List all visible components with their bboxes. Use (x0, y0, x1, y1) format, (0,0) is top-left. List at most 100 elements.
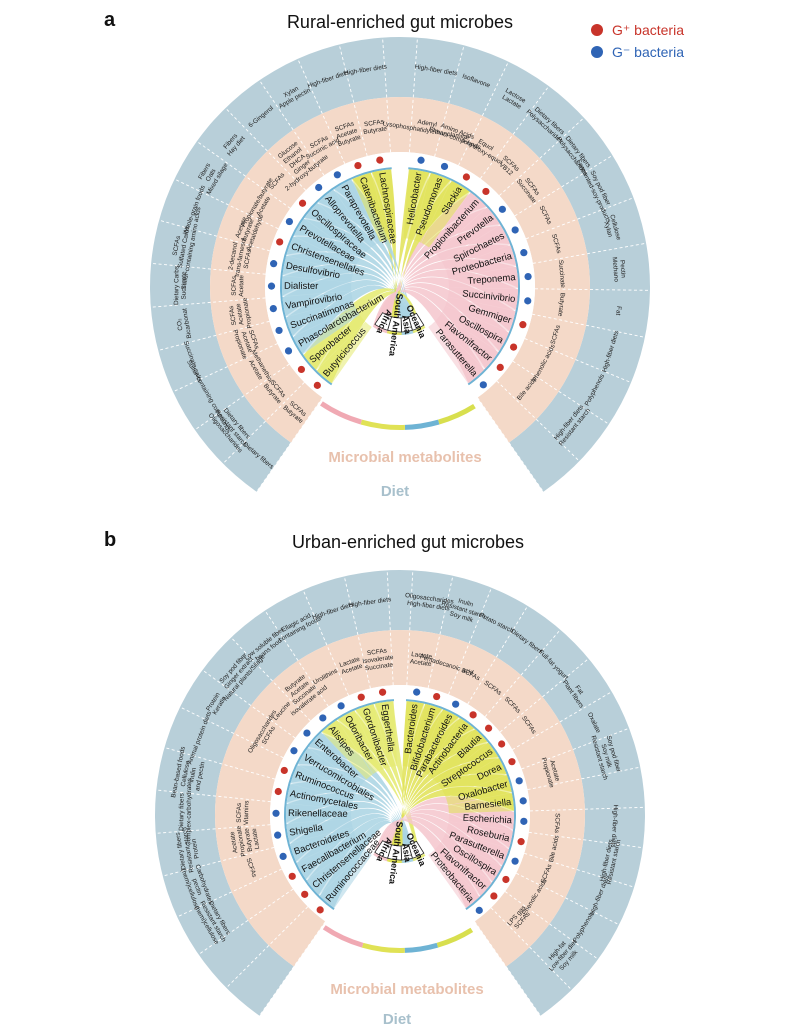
region-underline (401, 858, 414, 863)
slot-divider (198, 888, 294, 955)
gneg-legend-label: G⁻ bacteria (612, 44, 684, 60)
slot-divider (448, 587, 492, 695)
slot-divider (490, 907, 572, 991)
region-block (374, 840, 392, 859)
slot-divider (467, 605, 529, 705)
gneg-legend-dot (591, 46, 603, 58)
slot-wedge (403, 169, 430, 240)
slot-divider (524, 852, 635, 888)
slot-wedge (289, 827, 356, 863)
slot-divider (512, 691, 612, 750)
slot-wedge (442, 757, 507, 798)
slot-wedge (319, 849, 372, 909)
slot-divider (458, 61, 509, 166)
slot-wedge (443, 829, 509, 866)
slot-divider (179, 706, 284, 759)
slot-divider (176, 868, 282, 918)
slot-wedge (441, 305, 509, 352)
metabolite-label: 2-decanoltrans-farnesolSCFAs (226, 236, 255, 278)
panel-letter: b (104, 529, 116, 551)
microbe-name: Treponema (467, 272, 517, 287)
metabolite-label: AcetatebutyrateAcetaldehyde (231, 208, 265, 252)
gneg-dot (515, 777, 523, 785)
slot-wedge (421, 180, 470, 248)
panel-urban: b Urban-enriched gut microbes OceaniaAsi… (104, 529, 645, 1028)
gpos-dot (462, 173, 471, 181)
slot-wedge (303, 315, 366, 371)
slot-wedge (286, 236, 356, 274)
slot-wedge (448, 266, 518, 289)
region-band (438, 404, 476, 425)
slot-wedge (402, 701, 425, 768)
microbe-name: Escherichia (463, 813, 513, 827)
slot-wedge (293, 307, 360, 355)
slot-wedge (293, 218, 361, 266)
gneg-dot (270, 260, 278, 268)
gram-dots (267, 156, 532, 389)
slot-wedge (418, 709, 460, 774)
slot-divider (496, 380, 580, 462)
panel-letter: a (104, 9, 116, 31)
region-band (320, 401, 362, 425)
slot-wedge (448, 287, 518, 311)
slot-divider (386, 570, 394, 686)
region-band (322, 925, 364, 948)
diet-label: PectinMethano (611, 256, 627, 282)
region-label: Asia (400, 842, 413, 863)
region-underline (386, 858, 402, 863)
gpos-dot (502, 875, 510, 884)
diet-ring-label: Diet (381, 483, 409, 500)
metabolites-ring-label: Microbial metabolites (328, 449, 481, 466)
slot-divider (150, 297, 266, 308)
gpos-dot (297, 365, 306, 374)
metabolite-label: AcetatePropionateButyrateLactate (228, 822, 262, 858)
gneg-dot (452, 700, 460, 708)
slot-wedge (316, 321, 372, 384)
gram-dots (272, 688, 528, 914)
region-band (361, 942, 405, 953)
gneg-dot (440, 162, 449, 171)
slot-wedge (446, 821, 513, 849)
slot-divider (202, 669, 296, 739)
metabolite-label: SCFAsButyrate (362, 118, 388, 136)
slot-divider (196, 140, 291, 209)
slot-divider (172, 343, 278, 393)
gpos-dot (276, 238, 284, 246)
slot-wedge (445, 774, 512, 806)
slot-wedge (445, 297, 516, 332)
slot-wedge (306, 843, 366, 896)
slot-divider (499, 117, 585, 196)
metabolite-label: Butyrate (556, 292, 566, 317)
gneg-dot (417, 156, 425, 164)
metabolite-ring (210, 97, 590, 443)
microbe-name: Rikenellaceae (288, 808, 348, 820)
slot-wedge (321, 720, 373, 780)
slot-divider (532, 242, 647, 264)
region-underline (412, 853, 426, 862)
slot-divider (226, 906, 309, 989)
gpos-dot (313, 381, 321, 389)
gneg-dot (475, 906, 483, 914)
slot-divider (222, 382, 305, 464)
slot-wedge (297, 747, 361, 794)
gpos-dot (469, 711, 477, 719)
slot-divider (158, 320, 270, 351)
gpos-dot (498, 740, 506, 748)
slot-divider (512, 360, 610, 425)
slot-wedge (436, 207, 501, 262)
gpos-dot (376, 156, 384, 164)
gneg-dot (303, 729, 311, 737)
gneg-dot (511, 857, 519, 865)
slot-divider (174, 178, 279, 230)
slot-divider (427, 575, 454, 689)
slot-divider (297, 58, 346, 164)
gpos-dot (288, 872, 296, 880)
slot-wedge (371, 169, 397, 240)
metabolite-label: SCFAsAcetate (231, 275, 246, 297)
slot-divider (264, 610, 329, 707)
slot-wedge (333, 179, 380, 247)
gpos-dot (482, 187, 490, 196)
slot-wedge (282, 255, 353, 283)
slot-wedge (439, 837, 502, 882)
